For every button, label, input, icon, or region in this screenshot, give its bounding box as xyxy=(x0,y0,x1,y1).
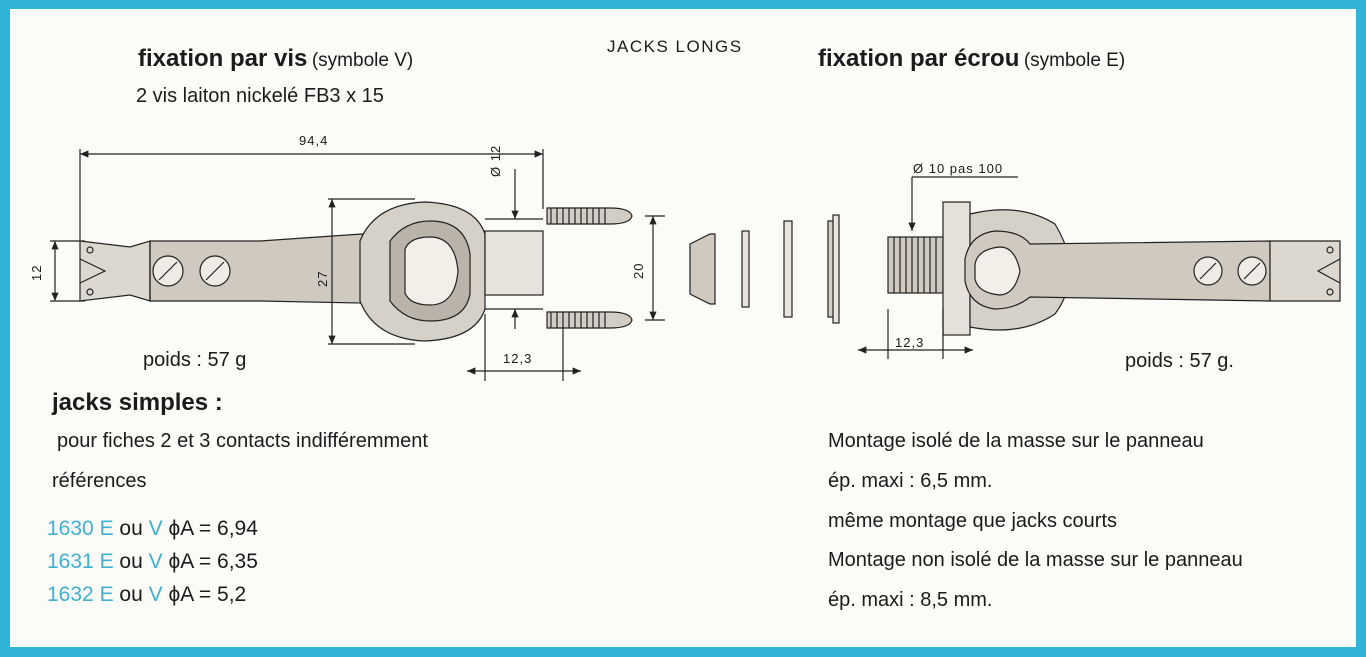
note-line: Montage isolé de la masse sur le panneau xyxy=(828,430,1204,452)
note-line: même montage que jacks courts xyxy=(828,510,1118,532)
reference-ou: ou xyxy=(119,583,143,606)
reference-number: 1630 xyxy=(47,517,94,540)
reference-phi: ϕA = 5,2 xyxy=(168,583,247,606)
reference-ou: ou xyxy=(119,517,143,540)
dim-left-width: 12 xyxy=(29,264,44,281)
reference-phi: ϕA = 6,35 xyxy=(168,550,258,573)
reference-v: V xyxy=(148,550,163,573)
reference-v: V xyxy=(148,583,163,606)
right-heading-symbol: (symbole E) xyxy=(1023,50,1126,71)
right-heading-title: fixation par écrou xyxy=(818,45,1020,72)
page-title: JACKS LONGS xyxy=(607,37,743,56)
reference-e: E xyxy=(99,583,114,606)
reference-e: E xyxy=(99,550,114,573)
references-label: références xyxy=(52,470,147,492)
dim-right-depth: 12,3 xyxy=(895,335,925,350)
reference-row: 1630 E ou V ϕA = 6,94 xyxy=(47,517,258,541)
dim-left-depth: 12,3 xyxy=(503,351,533,366)
reference-ou: ou xyxy=(119,550,143,573)
dim-body-height: 27 xyxy=(315,270,330,287)
technical-drawing xyxy=(50,149,1341,381)
note-line: Montage non isolé de la masse sur le pan… xyxy=(828,549,1243,571)
dim-screw-diameter: Ø 12 xyxy=(488,144,503,177)
dim-screw-spacing: 20 xyxy=(631,262,646,279)
simple-description: pour fiches 2 et 3 contacts indifféremme… xyxy=(57,430,428,452)
left-heading-symbol: (symbole V) xyxy=(311,50,414,71)
left-heading-title: fixation par vis xyxy=(138,45,308,72)
left-subheading: 2 vis laiton nickelé FB3 x 15 xyxy=(136,85,384,107)
left-weight: poids : 57 g xyxy=(143,349,247,371)
simple-heading: jacks simples : xyxy=(52,389,223,416)
reference-v: V xyxy=(148,517,163,540)
note-line: ép. maxi : 6,5 mm. xyxy=(828,470,993,492)
right-jack-drawing xyxy=(858,176,1341,359)
nut-and-washers-drawing xyxy=(689,214,840,324)
reference-number: 1632 xyxy=(47,583,94,606)
right-heading: fixation par écrou (symbole E) xyxy=(818,45,1125,73)
dim-thread: Ø 10 pas 100 xyxy=(913,161,1004,176)
right-weight: poids : 57 g. xyxy=(1125,350,1234,372)
reference-e: E xyxy=(99,517,114,540)
left-jack-drawing xyxy=(50,149,581,381)
reference-phi: ϕA = 6,94 xyxy=(168,517,258,540)
dim-overall-length: 94,4 xyxy=(299,133,329,148)
note-line: ép. maxi : 8,5 mm. xyxy=(828,589,993,611)
reference-number: 1631 xyxy=(47,550,94,573)
screws-drawing xyxy=(546,207,665,329)
left-heading: fixation par vis (symbole V) xyxy=(138,45,413,73)
reference-row: 1632 E ou V ϕA = 5,2 xyxy=(47,583,246,607)
reference-row: 1631 E ou V ϕA = 6,35 xyxy=(47,550,258,574)
catalog-page: JACKS LONGS fixation par vis (symbole V)… xyxy=(10,9,1356,647)
